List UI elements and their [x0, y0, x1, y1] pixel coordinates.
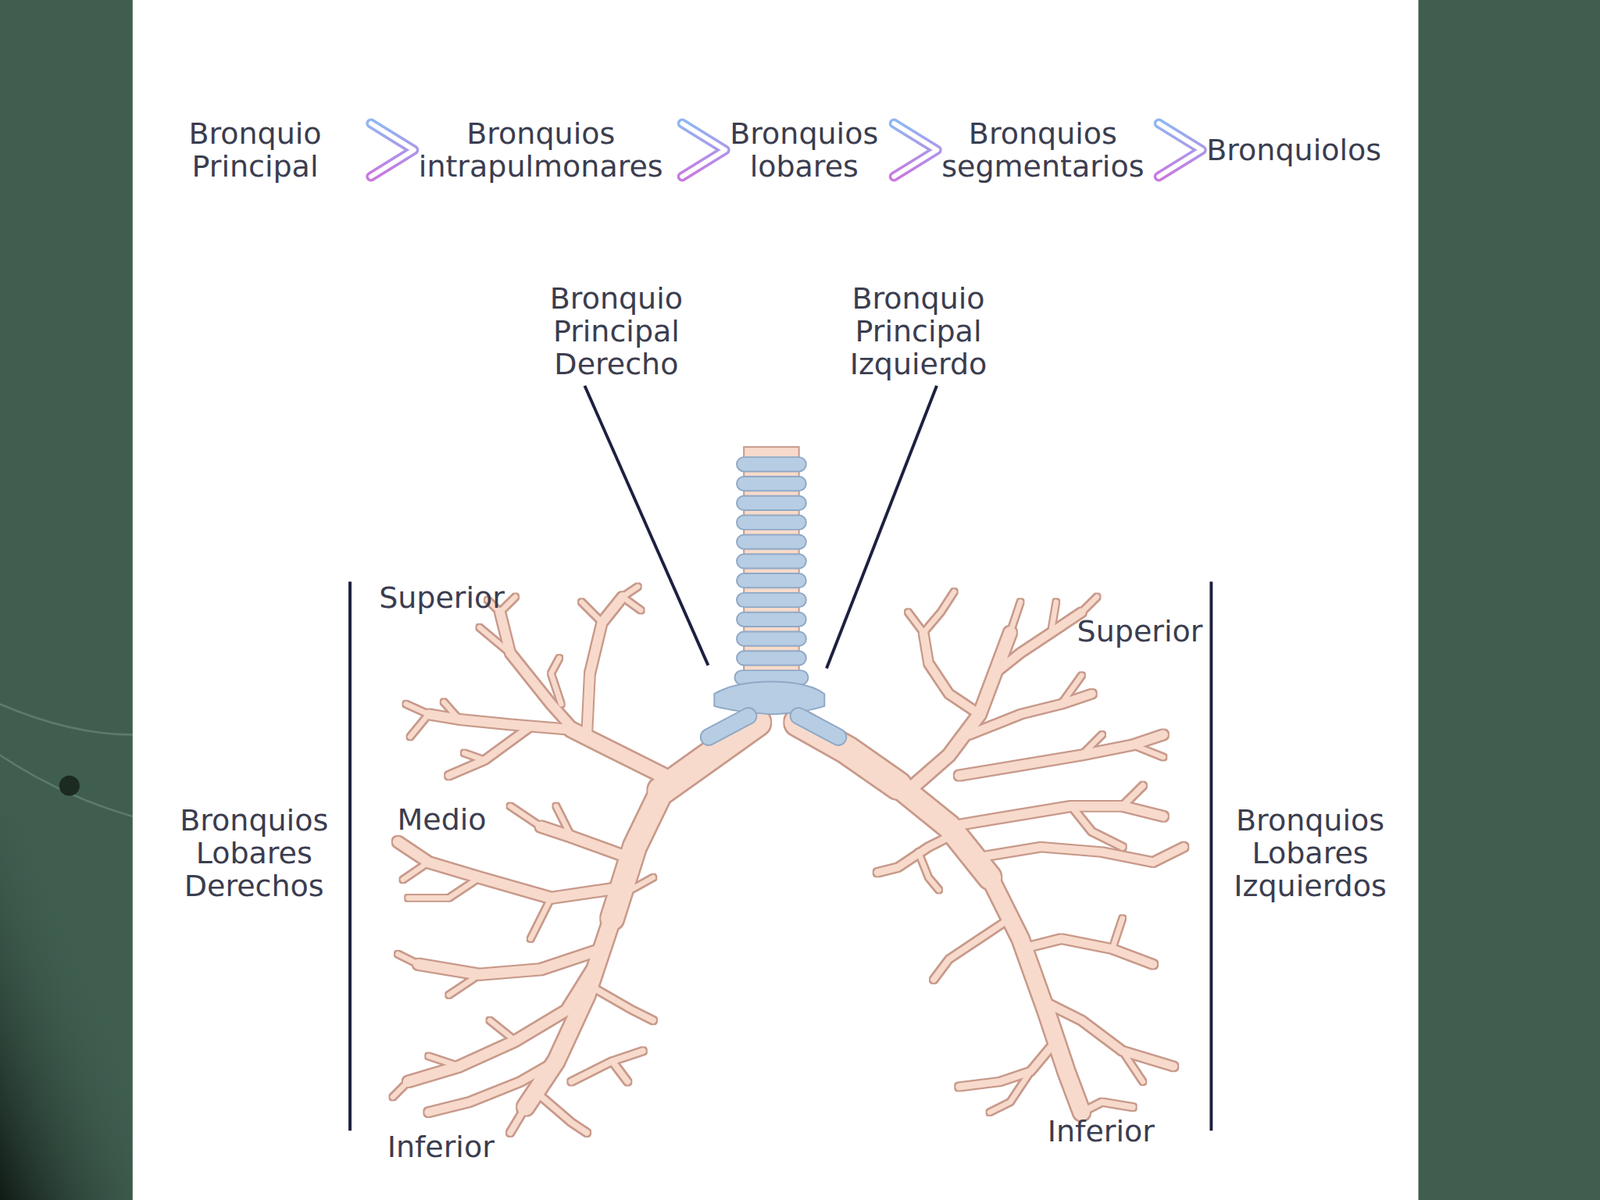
flow-step: Bronquios lobares	[729, 117, 879, 183]
step-text: Bronquios intrapulmonares	[418, 117, 664, 183]
part-label: Bronquio Principal Izquierdo	[850, 282, 988, 381]
flow-step: Bronquios segmentarios	[941, 117, 1144, 183]
part-label: Medio	[397, 803, 487, 836]
part-label: Inferior	[1047, 1114, 1155, 1148]
part-label: Bronquios Lobares Izquierdos	[1233, 803, 1386, 903]
bracket-line	[348, 581, 352, 1131]
chevron-arrow	[371, 123, 415, 177]
part-label: Superior	[1077, 614, 1204, 648]
flow-step: Bronquiolos	[1206, 133, 1382, 167]
background-dot	[59, 775, 80, 797]
chevron-arrow	[1158, 123, 1202, 177]
white-panel	[132, 0, 1419, 1200]
part-label: Inferior	[387, 1130, 495, 1164]
step-text: Bronquios segmentarios	[941, 117, 1144, 183]
chevron-arrow	[893, 123, 937, 177]
bracket-line	[1209, 581, 1213, 1131]
background-curve	[0, 703, 133, 817]
step-text: Bronquios lobares	[729, 117, 879, 183]
step-text: Bronquio Principal	[188, 117, 322, 183]
flow-step: Bronquios intrapulmonares	[418, 117, 664, 183]
part-label: Bronquios Lobares Derechos	[179, 803, 329, 903]
step-text: Bronquiolos	[1206, 133, 1382, 167]
part-label: Superior	[378, 581, 505, 615]
part-label: Bronquio Principal Derecho	[550, 282, 683, 381]
trachea	[697, 446, 850, 748]
flow-step: Bronquio Principal	[188, 117, 322, 183]
background-shade	[0, 816, 133, 1200]
chevron-arrow	[682, 123, 725, 177]
